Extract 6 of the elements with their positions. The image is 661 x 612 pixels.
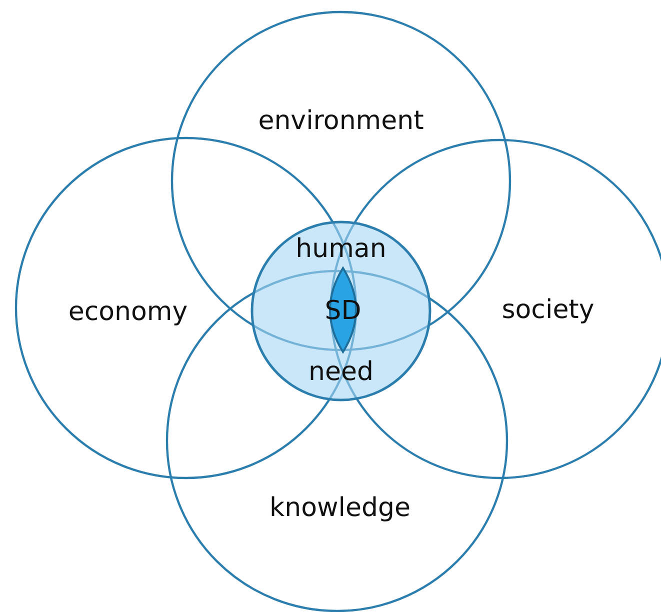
circle-label: knowledge	[270, 495, 410, 521]
circle-label: environment	[258, 108, 424, 134]
circle-label: economy	[68, 299, 188, 325]
circle-label: human	[296, 236, 386, 262]
circle-label: society	[502, 297, 594, 323]
circle-label: need	[308, 359, 374, 385]
